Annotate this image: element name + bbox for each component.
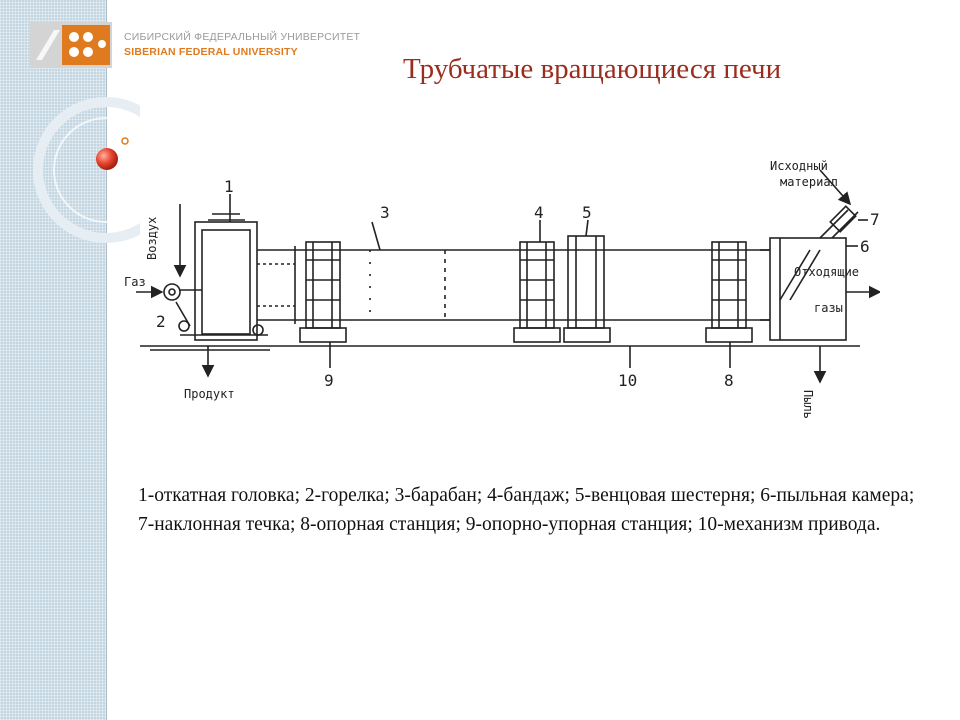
support-thrust-station	[299, 241, 347, 343]
label-exhaust-1: Отходящие	[794, 265, 859, 279]
ring-outer	[33, 97, 140, 243]
label-gas: Газ	[124, 275, 146, 289]
label-7: 7	[870, 210, 880, 229]
label-4: 4	[534, 203, 544, 222]
label-2: 2	[156, 312, 166, 331]
label-9: 9	[324, 371, 334, 390]
university-name-ru: СИБИРСКИЙ ФЕДЕРАЛЬНЫЙ УНИВЕРСИТЕТ	[124, 31, 361, 43]
decorative-rings	[33, 97, 140, 243]
label-10: 10	[618, 371, 637, 390]
label-6: 6	[860, 237, 870, 256]
rotary-kiln-diagram: 1 2 3 4 5 6 7 8 9 10 Воздух Газ Продукт …	[124, 159, 880, 419]
label-1: 1	[224, 177, 234, 196]
label-exhaust-2: газы	[814, 301, 843, 315]
ring-inner	[53, 117, 140, 223]
inclined-chute	[819, 205, 859, 239]
university-logo-icon	[30, 22, 112, 68]
slide-title: Трубчатые вращающиеся печи	[403, 53, 782, 85]
university-name-en: SIBERIAN FEDERAL UNIVERSITY	[124, 46, 298, 58]
label-raw-material-1: Исходный	[770, 159, 828, 173]
label-dust: Пыль	[801, 390, 815, 419]
label-3: 3	[380, 203, 390, 222]
support-station	[705, 241, 753, 343]
kiln-drum	[257, 246, 770, 324]
small-ring-icon	[121, 137, 129, 145]
dust-chamber	[760, 237, 847, 341]
label-product: Продукт	[184, 387, 235, 401]
diagram-caption: 1-откатная головка; 2-горелка; 3-барабан…	[138, 485, 915, 535]
tire-and-gear	[513, 235, 611, 343]
red-ball-icon	[96, 148, 118, 170]
kiln-head	[163, 213, 268, 341]
label-5: 5	[582, 203, 592, 222]
label-air: Воздух	[145, 217, 159, 260]
label-raw-material-2: материал	[780, 175, 838, 189]
label-8: 8	[724, 371, 734, 390]
